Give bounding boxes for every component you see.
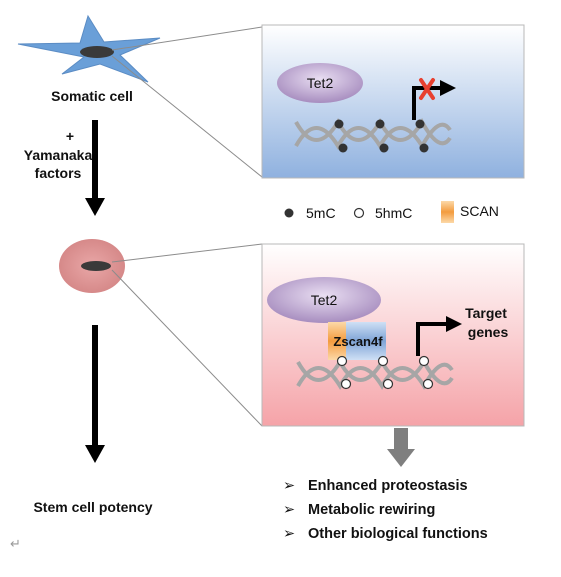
legend-5mc-dot	[284, 208, 294, 218]
tet2-bottom-label: Tet2	[311, 292, 338, 308]
factors-label-line2: factors	[35, 165, 82, 181]
tet2-bottom	[267, 277, 381, 323]
tss-arrowhead-bottom	[446, 316, 462, 332]
zscan4f-scan-domain	[328, 322, 346, 360]
potency-arrow-head	[85, 445, 105, 463]
tss-arrow-bottom	[416, 322, 448, 356]
legend-5hmc-label: 5hmC	[375, 205, 412, 221]
legend-5hmc-dot	[353, 207, 365, 219]
reprogramming-arrow-shaft	[92, 120, 98, 200]
potency-arrow-shaft	[92, 325, 98, 447]
panel-ips-chromatin	[261, 243, 525, 427]
tss-arrowhead-top	[440, 80, 456, 96]
return-mark-icon: ↵	[10, 536, 21, 551]
tss-arrow-top	[412, 86, 442, 120]
legend-scan-swatch	[441, 201, 454, 223]
zoom-line-top-lower	[111, 55, 263, 178]
legend-scan-label: SCAN	[460, 203, 499, 219]
legend-5mc-label: 5mC	[306, 205, 336, 221]
blocked-x-icon	[419, 78, 435, 100]
reprogramming-arrow-head	[85, 198, 105, 216]
zscan4f-label: Zscan4f	[333, 334, 383, 349]
target-genes-line1: Target	[465, 305, 507, 321]
zoom-line-top-upper	[111, 26, 263, 51]
panel-somatic-chromatin	[261, 24, 525, 179]
hydroxymethyl-5hmc-bottom	[336, 355, 434, 390]
zoom-line-bottom-upper	[111, 243, 263, 263]
bullet-icon: ➢	[283, 502, 295, 518]
bullet-icon: ➢	[283, 526, 295, 542]
methyl-5mc-top	[334, 119, 429, 153]
somatic-nucleus	[80, 46, 114, 58]
target-genes-line2: genes	[468, 324, 509, 340]
stem-cell-potency-label: Stem cell potency	[33, 499, 152, 515]
somatic-cell-label: Somatic cell	[51, 88, 133, 104]
ips-nucleus	[81, 261, 111, 271]
outcome-item: Enhanced proteostasis	[308, 478, 468, 494]
tet2-top	[277, 63, 363, 103]
outcome-item: Other biological functions	[308, 526, 488, 542]
zoom-line-bottom-lower	[111, 269, 263, 427]
factors-label-line1: Yamanaka	[24, 147, 93, 163]
outcome-arrow-head	[387, 449, 415, 467]
outcome-item: Metabolic rewiring	[308, 502, 435, 518]
tet2-top-label: Tet2	[307, 75, 334, 91]
outcome-arrow-shaft	[394, 428, 408, 450]
bullet-icon: ➢	[283, 478, 295, 494]
plus-sign: +	[66, 128, 74, 144]
